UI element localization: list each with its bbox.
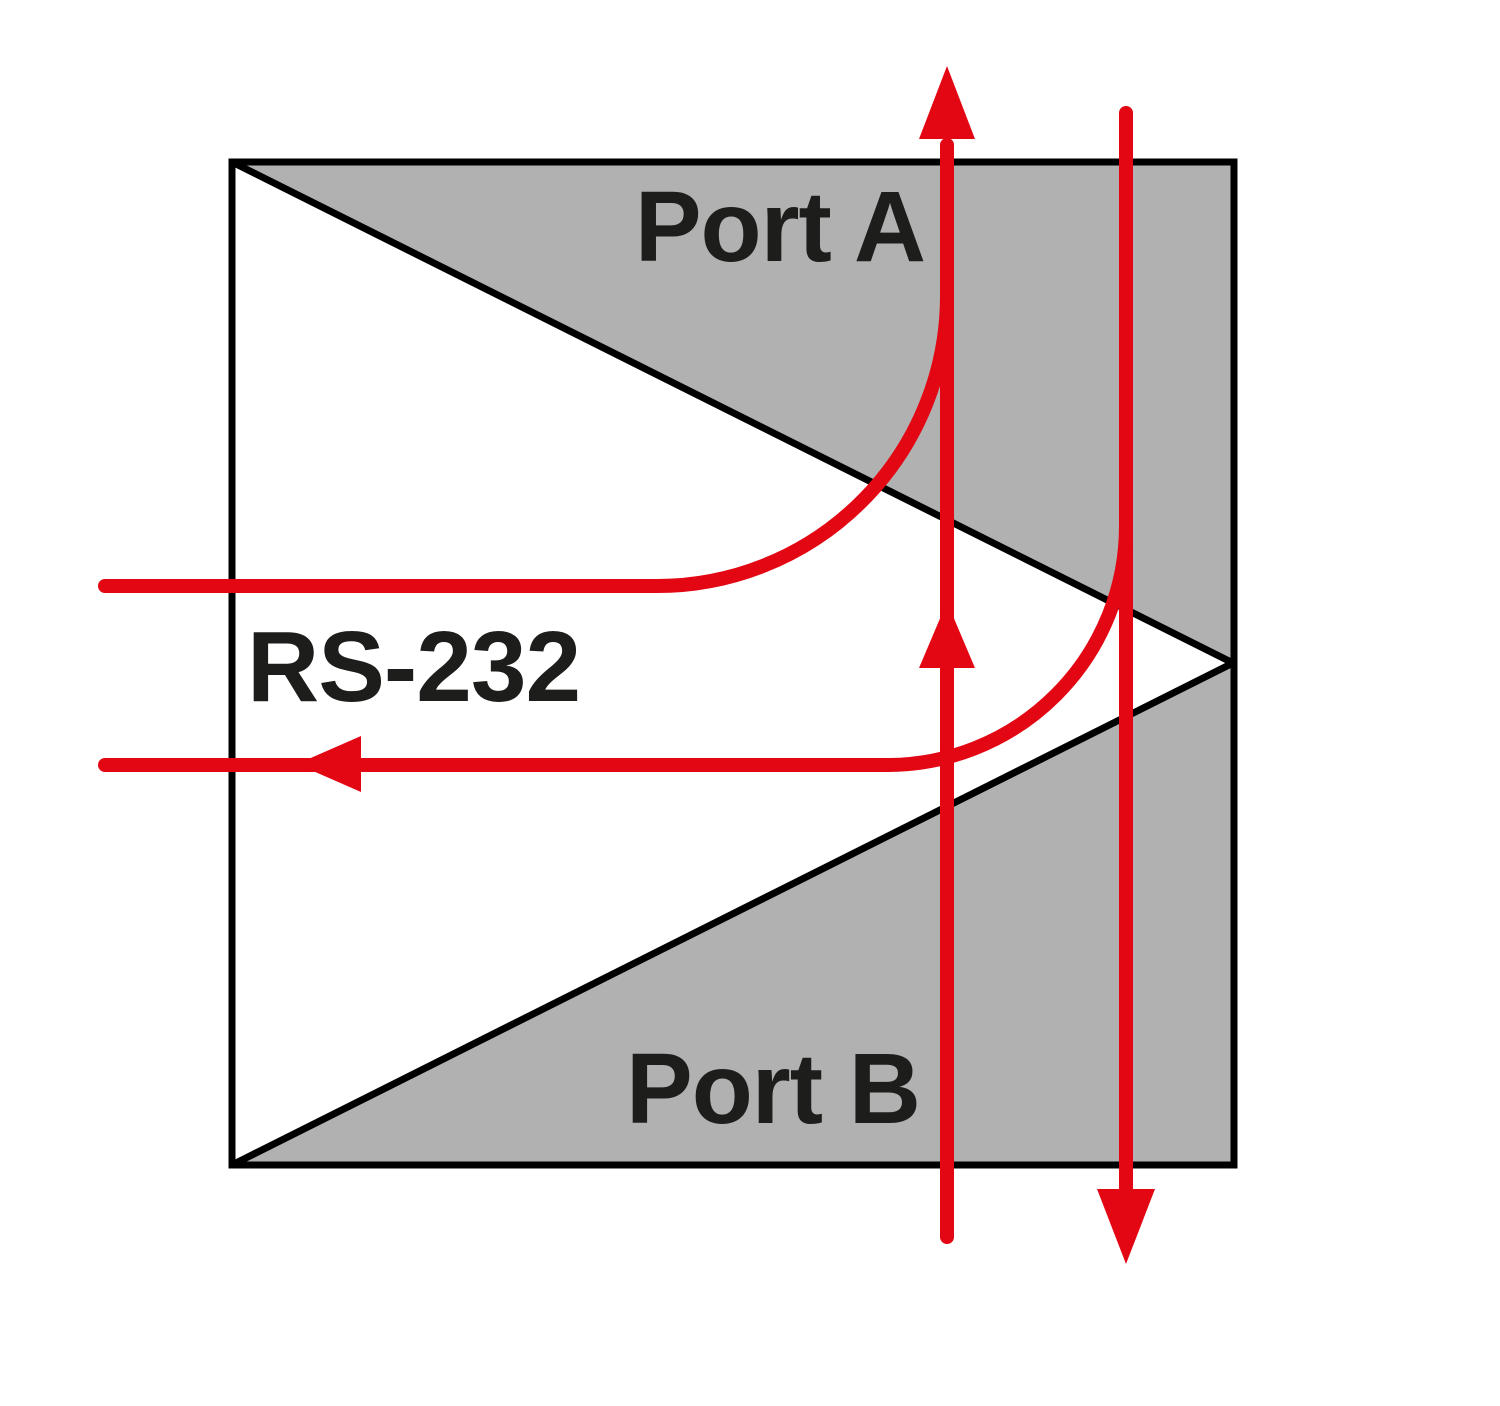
midline-up-arrowhead-icon [919, 602, 975, 668]
device-box-outline [228, 158, 1238, 1169]
rs232-in-to-port-a-trace [98, 289, 954, 593]
rs232-label: RS-232 [247, 611, 580, 723]
rs232-left-arrowhead-icon [297, 736, 361, 792]
port-b-buffer-edge [230, 659, 1235, 1169]
device-body-gray-fill [232, 162, 1234, 1165]
port-a-buffer-edge [230, 158, 1235, 667]
port-b-label: Port B [626, 1033, 920, 1145]
port-a-up-arrowhead-icon [919, 66, 975, 139]
port-a-label: Port A [635, 171, 925, 283]
port-a-to-rs232-trace [98, 463, 1133, 772]
port-b-down-arrowhead-icon [1097, 1189, 1155, 1264]
